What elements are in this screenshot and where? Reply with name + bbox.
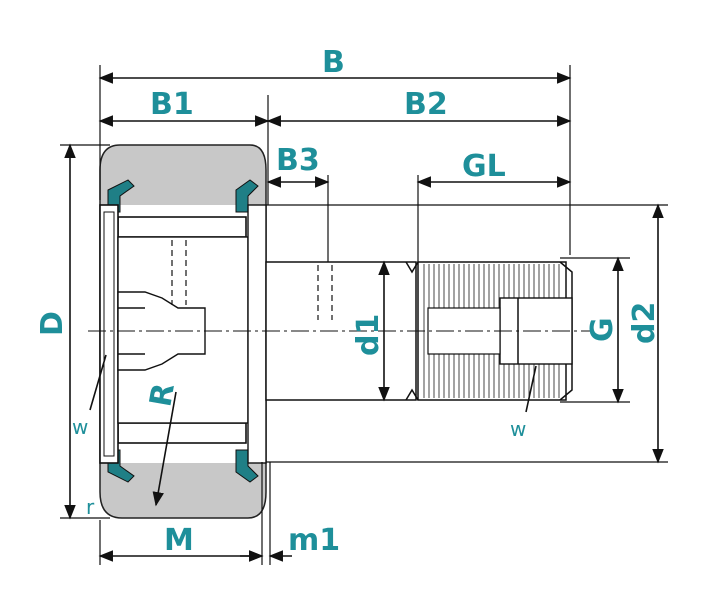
label-B: B xyxy=(322,45,345,80)
seal-top-right xyxy=(235,179,259,213)
w-left-leader xyxy=(89,354,107,411)
needle-roller-top xyxy=(117,216,247,238)
label-B1: B1 xyxy=(150,87,194,122)
label-m1: m1 xyxy=(288,523,340,558)
label-B3: B3 xyxy=(276,143,320,178)
w-right-leader xyxy=(525,365,537,413)
needle-roller-bottom xyxy=(117,422,247,444)
label-G: G xyxy=(585,317,620,342)
label-d1: d1 xyxy=(351,314,386,356)
label-w-left: w xyxy=(72,415,88,439)
side-flange xyxy=(99,204,119,464)
label-B2: B2 xyxy=(404,87,448,122)
label-w-right: w xyxy=(510,417,526,441)
label-D: D xyxy=(35,311,70,336)
label-M: M xyxy=(164,523,194,558)
dim-R-leader xyxy=(152,391,177,507)
label-d2: d2 xyxy=(627,302,662,344)
label-r: r xyxy=(86,495,95,519)
label-GL: GL xyxy=(462,149,506,184)
